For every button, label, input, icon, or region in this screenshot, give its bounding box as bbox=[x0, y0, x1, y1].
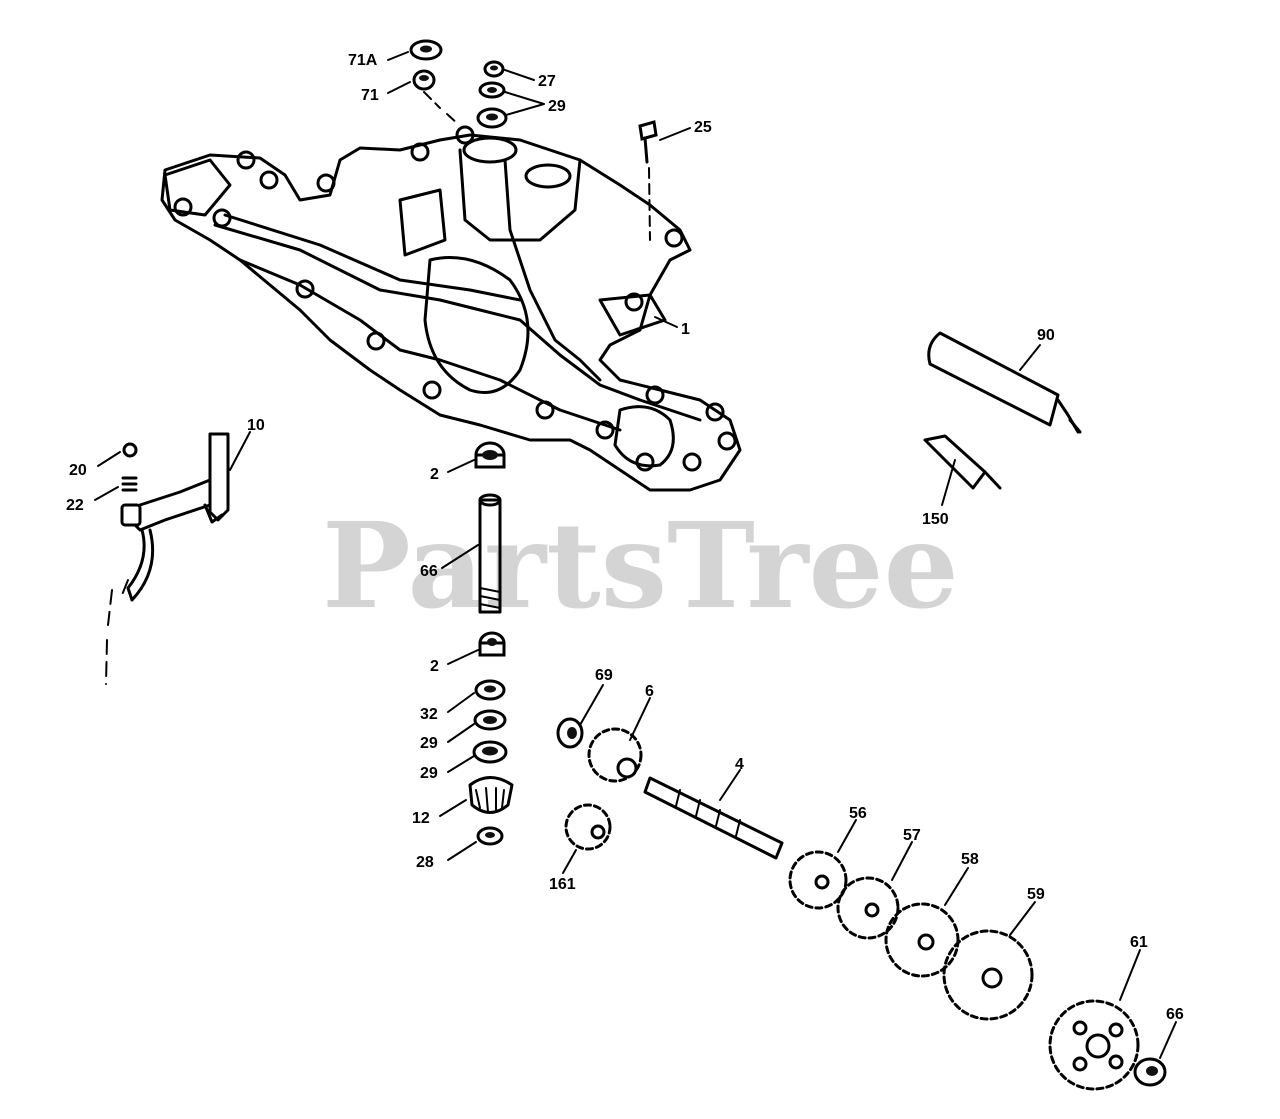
gear-6 bbox=[587, 727, 643, 783]
shift-fork-10 bbox=[126, 432, 230, 602]
callout-32: 32 bbox=[420, 706, 438, 723]
callout-labels: 71A 71 27 29 25 1 90 10 20 22 150 2 66 2… bbox=[66, 52, 1184, 1023]
ball-20 bbox=[122, 442, 138, 458]
gear-57 bbox=[836, 876, 900, 940]
callout-12: 12 bbox=[412, 810, 430, 827]
seal-32 bbox=[474, 679, 506, 701]
gear-61 bbox=[1048, 999, 1140, 1091]
washer-29-lower-a bbox=[473, 709, 507, 731]
callout-22: 22 bbox=[66, 497, 84, 514]
callout-20: 20 bbox=[69, 462, 87, 479]
seal-71 bbox=[412, 69, 436, 91]
bolt-25 bbox=[638, 120, 658, 241]
callout-71: 71 bbox=[361, 87, 379, 104]
nut-66 bbox=[1133, 1057, 1167, 1087]
callout-71A: 71A bbox=[348, 52, 378, 69]
partstree-watermark: PartsTree bbox=[322, 496, 959, 635]
callout-28: 28 bbox=[416, 854, 434, 871]
callout-66-shaft: 66 bbox=[420, 563, 438, 580]
leader-lines bbox=[94, 51, 1177, 1059]
callout-2-upper: 2 bbox=[430, 466, 439, 483]
washer-29-upper-b bbox=[476, 107, 508, 129]
callout-29-b: 29 bbox=[420, 765, 438, 782]
callout-69: 69 bbox=[595, 667, 613, 684]
gear-59 bbox=[942, 929, 1034, 1021]
washer-69 bbox=[556, 717, 584, 749]
callout-27: 27 bbox=[538, 73, 556, 90]
detent-cap bbox=[120, 503, 142, 527]
washer-29-lower-b bbox=[472, 740, 508, 764]
callout-90: 90 bbox=[1037, 327, 1055, 344]
callout-61: 61 bbox=[1130, 934, 1148, 951]
callout-29-top: 29 bbox=[548, 98, 566, 115]
callout-10: 10 bbox=[247, 417, 265, 434]
washer-29-upper-a bbox=[478, 81, 506, 99]
bearing-2-upper bbox=[474, 441, 506, 469]
callout-59: 59 bbox=[1027, 886, 1045, 903]
bearing-2-lower bbox=[478, 631, 506, 657]
splined-shaft-4 bbox=[643, 776, 784, 860]
callout-58: 58 bbox=[961, 851, 979, 868]
washer-28 bbox=[476, 826, 504, 846]
callout-66-nut: 66 bbox=[1166, 1006, 1184, 1023]
callout-150: 150 bbox=[922, 511, 949, 528]
nut-27 bbox=[483, 60, 505, 78]
sealant-tube-90 bbox=[927, 331, 1082, 434]
leader-fork-dashed bbox=[105, 579, 129, 685]
callout-56: 56 bbox=[849, 805, 867, 822]
bevel-gear-12 bbox=[468, 776, 514, 814]
callout-1: 1 bbox=[681, 321, 690, 338]
leader-71-dashed bbox=[423, 91, 459, 125]
bearing-71A bbox=[409, 39, 443, 61]
callout-161: 161 bbox=[549, 876, 576, 893]
callout-6: 6 bbox=[645, 683, 654, 700]
callout-2-lower: 2 bbox=[430, 658, 439, 675]
gear-58 bbox=[884, 902, 960, 978]
callout-57: 57 bbox=[903, 827, 921, 844]
shaft-66 bbox=[478, 493, 502, 614]
callout-29-a: 29 bbox=[420, 735, 438, 752]
housing-bosses bbox=[173, 125, 737, 472]
gear-56 bbox=[788, 850, 848, 910]
callout-4: 4 bbox=[735, 756, 744, 773]
spring-22 bbox=[121, 476, 138, 492]
transaxle-housing bbox=[160, 125, 742, 492]
grease-tube-150 bbox=[923, 434, 1002, 490]
callout-25: 25 bbox=[694, 119, 712, 136]
pinion-gear-161 bbox=[564, 803, 612, 851]
